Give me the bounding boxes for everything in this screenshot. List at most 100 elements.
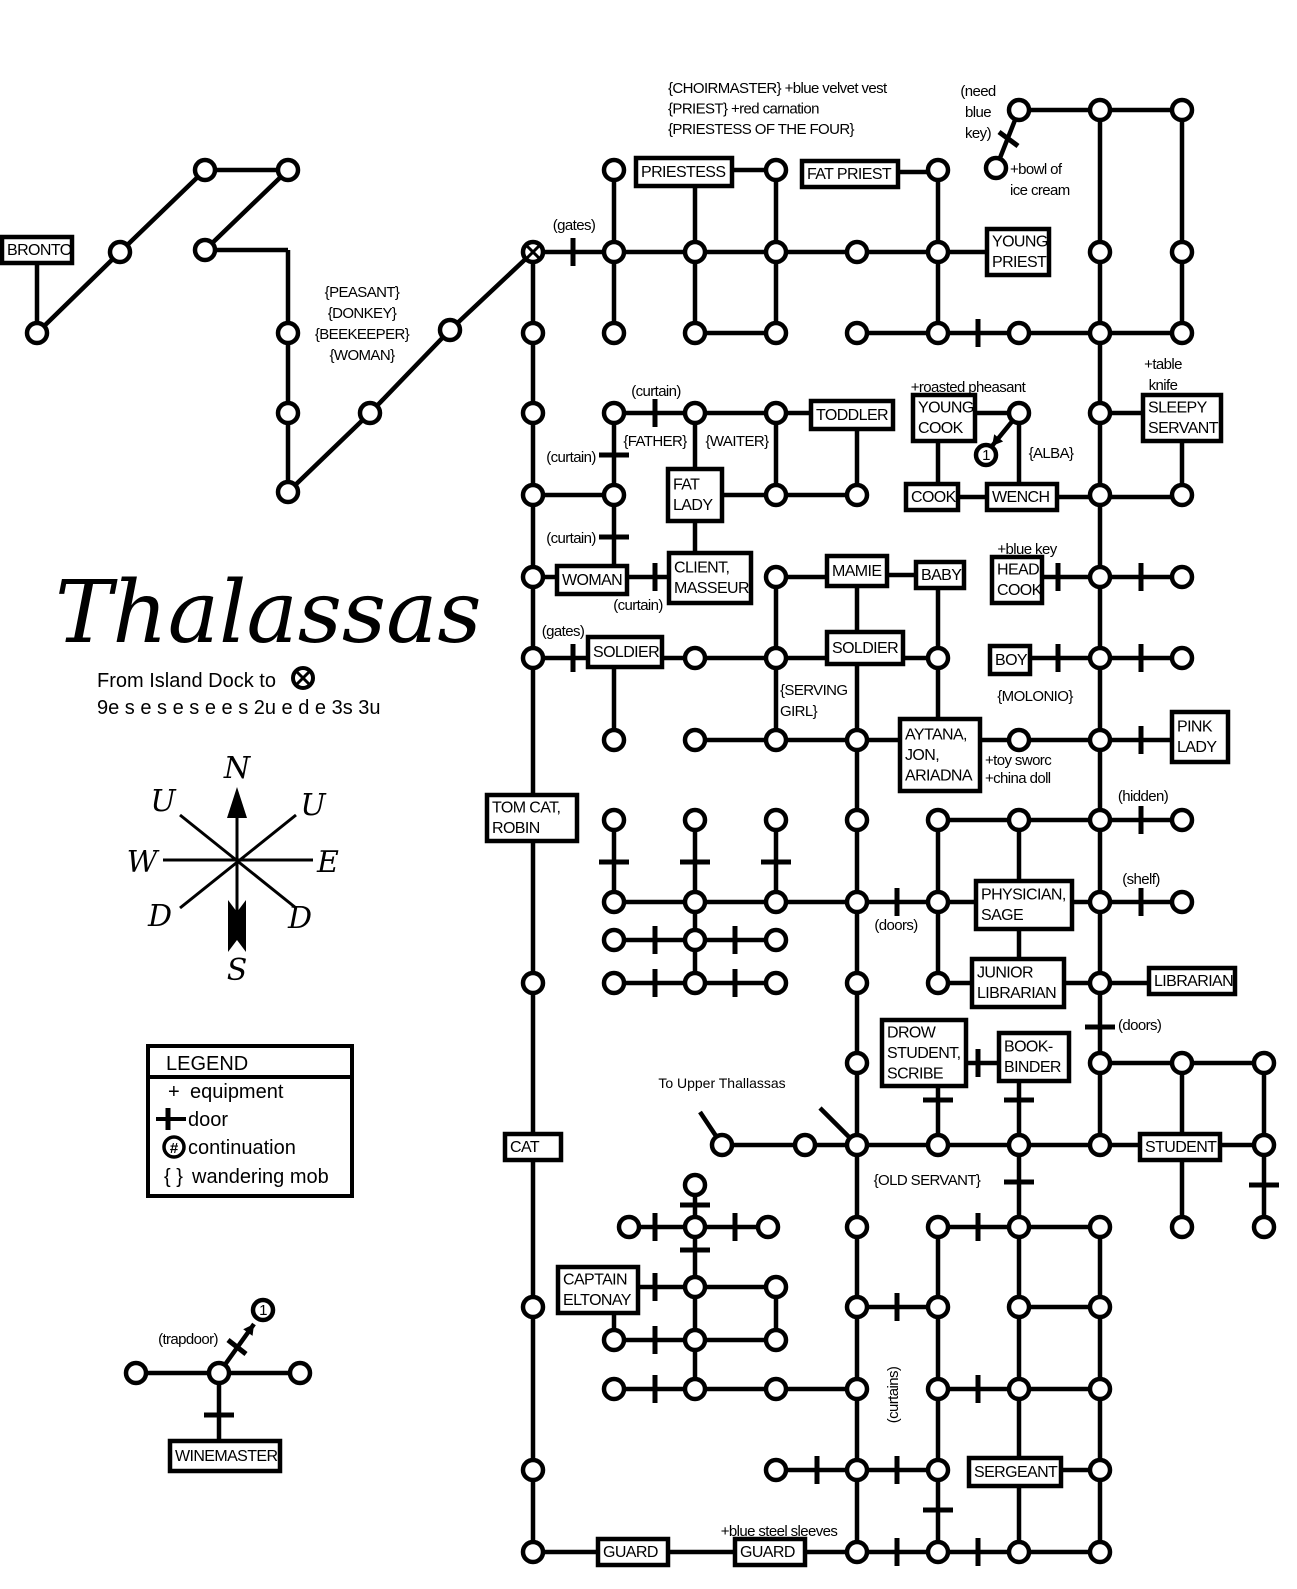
room-student[interactable]: STUDENT <box>1137 1131 1223 1163</box>
room-node[interactable] <box>520 482 546 508</box>
room-aytana[interactable]: AYTANA,JON,ARIADNA <box>897 716 983 794</box>
room-physician-sage[interactable]: PHYSICIAN,SAGE <box>973 878 1075 932</box>
room-node[interactable] <box>520 970 546 996</box>
room-node[interactable] <box>844 482 870 508</box>
room-node[interactable] <box>682 889 708 915</box>
room-node[interactable] <box>601 482 627 508</box>
room-node[interactable] <box>520 1457 546 1483</box>
room-node[interactable] <box>1087 239 1113 265</box>
room-node[interactable] <box>601 889 627 915</box>
room-node[interactable] <box>844 807 870 833</box>
room-node[interactable] <box>844 1294 870 1320</box>
room-node[interactable] <box>192 237 218 263</box>
room-node[interactable] <box>1006 1539 1032 1565</box>
room-node[interactable] <box>844 727 870 753</box>
room-node[interactable] <box>763 807 789 833</box>
room-node[interactable] <box>275 157 301 183</box>
room-node[interactable] <box>763 1327 789 1353</box>
room-node[interactable] <box>682 400 708 426</box>
room-node[interactable] <box>1087 564 1113 590</box>
room-node[interactable] <box>925 645 951 671</box>
room-node[interactable] <box>1169 645 1195 671</box>
room-node[interactable] <box>682 1214 708 1240</box>
room-node[interactable] <box>925 970 951 996</box>
room-node[interactable] <box>925 1294 951 1320</box>
room-node[interactable] <box>925 1132 951 1158</box>
room-node[interactable] <box>1251 1050 1277 1076</box>
room-node[interactable] <box>682 807 708 833</box>
room-node[interactable] <box>792 1132 818 1158</box>
room-node[interactable] <box>1087 482 1113 508</box>
room-node[interactable] <box>1087 1132 1113 1158</box>
room-node[interactable] <box>1169 1214 1195 1240</box>
room-node[interactable] <box>1169 320 1195 346</box>
room-node[interactable] <box>287 1360 313 1386</box>
room-node[interactable] <box>1169 1050 1195 1076</box>
room-wench[interactable]: WENCH <box>984 481 1060 513</box>
room-node[interactable] <box>1087 807 1113 833</box>
room-toddler[interactable]: TODDLER <box>808 398 896 432</box>
room-node[interactable] <box>925 889 951 915</box>
room-bookbinder[interactable]: BOOK-BINDER <box>996 1030 1072 1084</box>
room-node[interactable] <box>1006 727 1032 753</box>
room-node[interactable] <box>601 727 627 753</box>
room-node[interactable] <box>275 400 301 426</box>
room-node[interactable] <box>206 1360 232 1386</box>
room-mamie[interactable]: MAMIE <box>824 553 890 589</box>
room-node[interactable] <box>844 1214 870 1240</box>
room-node[interactable] <box>763 727 789 753</box>
room-node[interactable] <box>1087 645 1113 671</box>
room-node[interactable] <box>763 157 789 183</box>
room-soldier2[interactable]: SOLDIER <box>824 629 906 667</box>
room-node[interactable] <box>1087 320 1113 346</box>
room-node[interactable] <box>275 479 301 505</box>
continuation-node[interactable]: 1 <box>250 1297 276 1323</box>
room-node[interactable] <box>1087 970 1113 996</box>
room-node[interactable] <box>1087 1457 1113 1483</box>
room-node[interactable] <box>601 1327 627 1353</box>
room-cook[interactable]: COOK <box>903 481 961 513</box>
room-node[interactable] <box>844 1376 870 1402</box>
room-boy[interactable]: BOY <box>987 643 1033 677</box>
room-node[interactable] <box>1087 1294 1113 1320</box>
room-node[interactable] <box>1169 482 1195 508</box>
room-node[interactable] <box>1169 807 1195 833</box>
room-node[interactable] <box>520 1294 546 1320</box>
room-cat[interactable]: CAT <box>502 1131 564 1163</box>
room-node[interactable] <box>763 400 789 426</box>
room-node[interactable] <box>1087 1376 1113 1402</box>
room-node[interactable] <box>925 157 951 183</box>
room-node[interactable] <box>601 239 627 265</box>
door-icon[interactable] <box>997 129 1020 149</box>
room-soldier1[interactable]: SOLDIER <box>585 634 665 670</box>
room-node[interactable] <box>925 320 951 346</box>
room-node[interactable] <box>357 400 383 426</box>
room-node[interactable] <box>24 320 50 346</box>
room-node[interactable] <box>601 807 627 833</box>
room-node[interactable] <box>844 1132 870 1158</box>
room-node[interactable] <box>1169 239 1195 265</box>
room-node[interactable] <box>520 320 546 346</box>
room-node[interactable] <box>763 889 789 915</box>
room-node[interactable] <box>601 157 627 183</box>
room-node[interactable] <box>1087 1214 1113 1240</box>
room-node[interactable] <box>1087 727 1113 753</box>
room-node[interactable] <box>682 1274 708 1300</box>
room-baby[interactable]: BABY <box>913 559 967 591</box>
room-node[interactable] <box>763 482 789 508</box>
room-node[interactable] <box>1087 97 1113 123</box>
room-node[interactable] <box>1169 889 1195 915</box>
room-node[interactable] <box>1006 1214 1032 1240</box>
room-node[interactable] <box>1087 1050 1113 1076</box>
room-librarian[interactable]: LIBRARIAN <box>1146 965 1238 997</box>
room-node[interactable] <box>1006 400 1032 426</box>
room-node[interactable] <box>763 970 789 996</box>
room-node[interactable] <box>682 1327 708 1353</box>
room-priestess[interactable]: PRIESTESS <box>633 155 735 189</box>
room-node[interactable] <box>520 564 546 590</box>
room-fat-priest[interactable]: FAT PRIEST <box>799 158 901 190</box>
room-node[interactable] <box>844 1539 870 1565</box>
